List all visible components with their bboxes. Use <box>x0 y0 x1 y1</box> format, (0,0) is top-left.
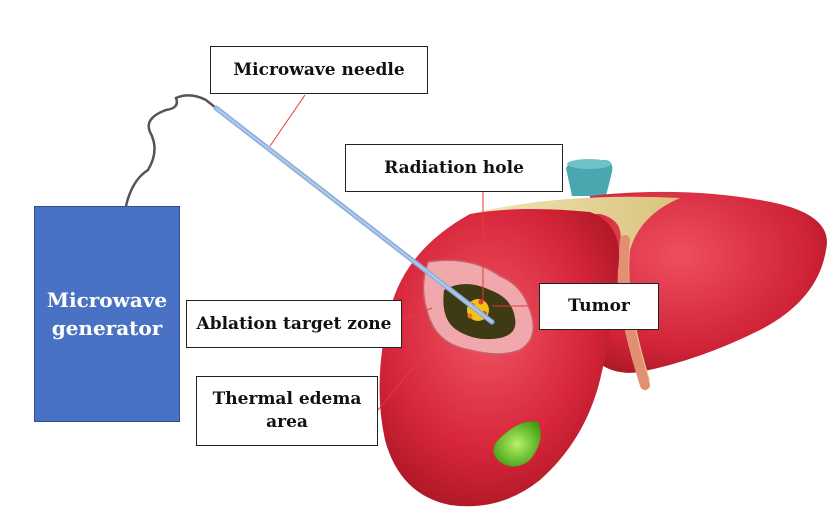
tumor-label: Tumor <box>539 283 659 330</box>
ablation-pointer <box>401 307 433 321</box>
hepatic-vessel-top <box>567 159 611 169</box>
microwave-generator-label: Microwave generator <box>46 288 168 340</box>
generator-cable <box>124 94 217 207</box>
thermal-edema-area-label: Thermal edema area <box>196 376 378 446</box>
liver-left-lobe <box>379 208 620 507</box>
microwave-generator: Microwave generator <box>34 206 180 422</box>
microwave-needle-label: Microwave needle <box>210 46 428 94</box>
hepatic-vessel <box>566 160 613 196</box>
gallbladder <box>493 421 541 467</box>
ablation-target-zone-label: Ablation target zone <box>186 300 402 348</box>
radiation-hole-label: Radiation hole <box>345 144 563 192</box>
needle-pointer <box>269 94 306 147</box>
edema-pointer <box>377 339 437 411</box>
